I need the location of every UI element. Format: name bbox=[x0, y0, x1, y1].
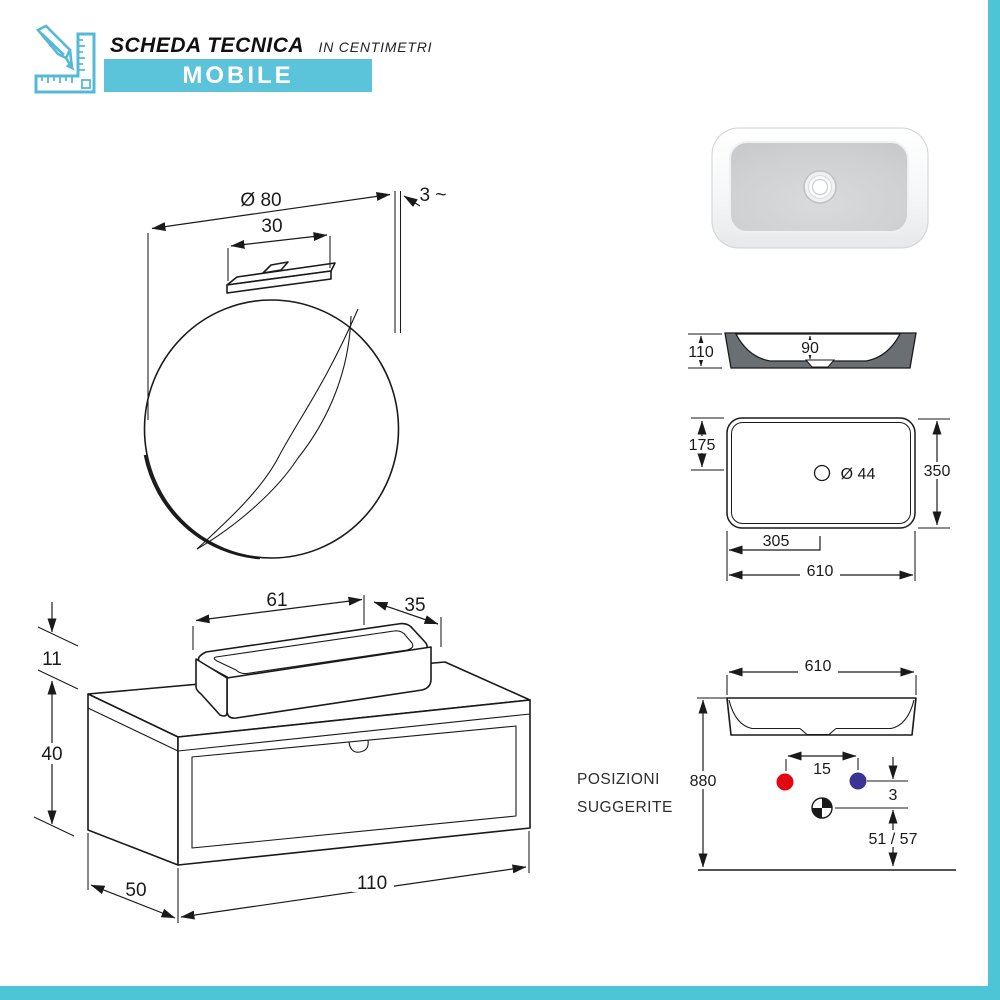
vanity-isometric-view: 61 35 11 40 50 110 bbox=[33, 590, 531, 923]
dim-line-drain-offset-left bbox=[728, 536, 821, 555]
plan-inner-rim bbox=[731, 422, 911, 524]
label-mask bbox=[864, 830, 922, 847]
mirror-reflection-line bbox=[196, 308, 359, 550]
dim-mirror-depth: 3 ~ bbox=[420, 185, 447, 206]
category-banner: MOBILE bbox=[104, 59, 372, 92]
countertop-edge-line-left bbox=[87, 707, 179, 752]
basin-render-drain bbox=[803, 170, 837, 204]
dim-line-cabinet-depth bbox=[90, 884, 176, 919]
dim-line-lamp-width bbox=[230, 232, 328, 249]
dim-drain-diameter: Ø 44 bbox=[841, 466, 876, 483]
label-mask bbox=[352, 872, 394, 892]
basin-front-outline bbox=[726, 697, 917, 736]
dim-drain-offset-left: 305 bbox=[763, 533, 790, 550]
countertop-edge-line bbox=[177, 713, 531, 752]
dim-tap-offset: 3 bbox=[889, 787, 898, 804]
label-mask bbox=[797, 340, 823, 355]
dim-line-diameter bbox=[151, 191, 391, 232]
dim-basin-width: 61 bbox=[266, 590, 287, 611]
section-drain-notch bbox=[804, 359, 836, 368]
label-mask bbox=[918, 462, 956, 479]
dim-lamp-width: 30 bbox=[261, 216, 282, 237]
dim-plan-depth: 350 bbox=[924, 463, 951, 480]
mirror-side-view bbox=[394, 191, 402, 333]
dim-section-height: 110 bbox=[688, 344, 714, 361]
basin-plan-view: Ø 44 175 350 305 610 bbox=[684, 417, 956, 581]
dim-mirror-diameter: Ø 80 bbox=[240, 190, 281, 211]
sheet-title: SCHEDA TECNICA bbox=[110, 34, 305, 57]
dim-cabinet-depth: 50 bbox=[125, 880, 146, 901]
ext-line bbox=[37, 669, 79, 690]
mirror-circle-shade bbox=[143, 454, 261, 560]
dim-section-inner-depth: 90 bbox=[801, 340, 819, 357]
dim-install-height: 880 bbox=[690, 773, 717, 790]
tap-hole-cold-dot bbox=[849, 772, 867, 790]
basin-left-face bbox=[195, 658, 228, 717]
ext-line bbox=[33, 816, 75, 837]
label-mask bbox=[798, 657, 838, 674]
dim-drain-offset-back: 175 bbox=[689, 437, 716, 454]
dim-basin-depth: 35 bbox=[404, 595, 425, 616]
category-banner-label: MOBILE bbox=[182, 61, 294, 89]
mirror-reflection-line-2 bbox=[196, 315, 352, 550]
countertop-basin bbox=[195, 622, 432, 719]
dim-drain-height: 51 / 57 bbox=[869, 831, 918, 848]
drain-center-symbol bbox=[811, 797, 833, 819]
plan-drain-hole bbox=[813, 464, 831, 482]
leader-mirror-depth bbox=[403, 195, 421, 207]
label-mask bbox=[684, 436, 721, 453]
basin-front-face bbox=[226, 646, 432, 719]
ruler-l-shape bbox=[34, 32, 96, 94]
dim-plan-width: 610 bbox=[807, 563, 834, 580]
dim-tap-spacing: 15 bbox=[813, 761, 831, 778]
label-mask bbox=[37, 743, 67, 764]
basin-side-section-view: 110 90 bbox=[683, 332, 917, 369]
ext-line bbox=[37, 626, 79, 647]
pencil-glyph bbox=[35, 24, 75, 71]
note-suggerite: SUGGERITE bbox=[577, 799, 673, 816]
note-posizioni: POSIZIONI bbox=[577, 771, 660, 788]
label-mask bbox=[685, 771, 722, 789]
mirror-front-view: Ø 80 30 3 ~ bbox=[143, 185, 447, 560]
tap-hole-hot-dot bbox=[776, 773, 794, 791]
label-mask bbox=[800, 562, 840, 579]
installation-view: 610 880 15 3 bbox=[577, 657, 956, 871]
sheet-subtitle: IN CENTIMETRI bbox=[318, 39, 433, 55]
label-mask bbox=[683, 343, 720, 360]
mirror-lamp bbox=[226, 261, 336, 294]
basin-inner-rim bbox=[213, 630, 414, 675]
drawer-front-panel bbox=[191, 725, 517, 849]
mirror-circle bbox=[143, 299, 400, 559]
dim-line-basin-width bbox=[195, 596, 363, 624]
dim-install-width: 610 bbox=[805, 658, 832, 675]
ruler-ticks bbox=[41, 39, 91, 89]
dim-cabinet-height: 40 bbox=[41, 744, 62, 765]
page-edge-band-bottom bbox=[0, 986, 1000, 1000]
drawer-handle-notch bbox=[348, 739, 369, 753]
page-edge-band-right bbox=[988, 0, 1000, 1000]
dim-cabinet-width: 110 bbox=[357, 873, 387, 894]
header: SCHEDA TECNICA IN CENTIMETRI MOBILE bbox=[0, 0, 600, 110]
dim-basin-height: 11 bbox=[42, 649, 62, 670]
ruler-pencil-icon bbox=[30, 24, 104, 103]
basin-3d-top-view bbox=[711, 127, 929, 249]
dim-line-basin-depth bbox=[373, 601, 439, 625]
sheet-title-line: SCHEDA TECNICA IN CENTIMETRI bbox=[110, 34, 432, 58]
